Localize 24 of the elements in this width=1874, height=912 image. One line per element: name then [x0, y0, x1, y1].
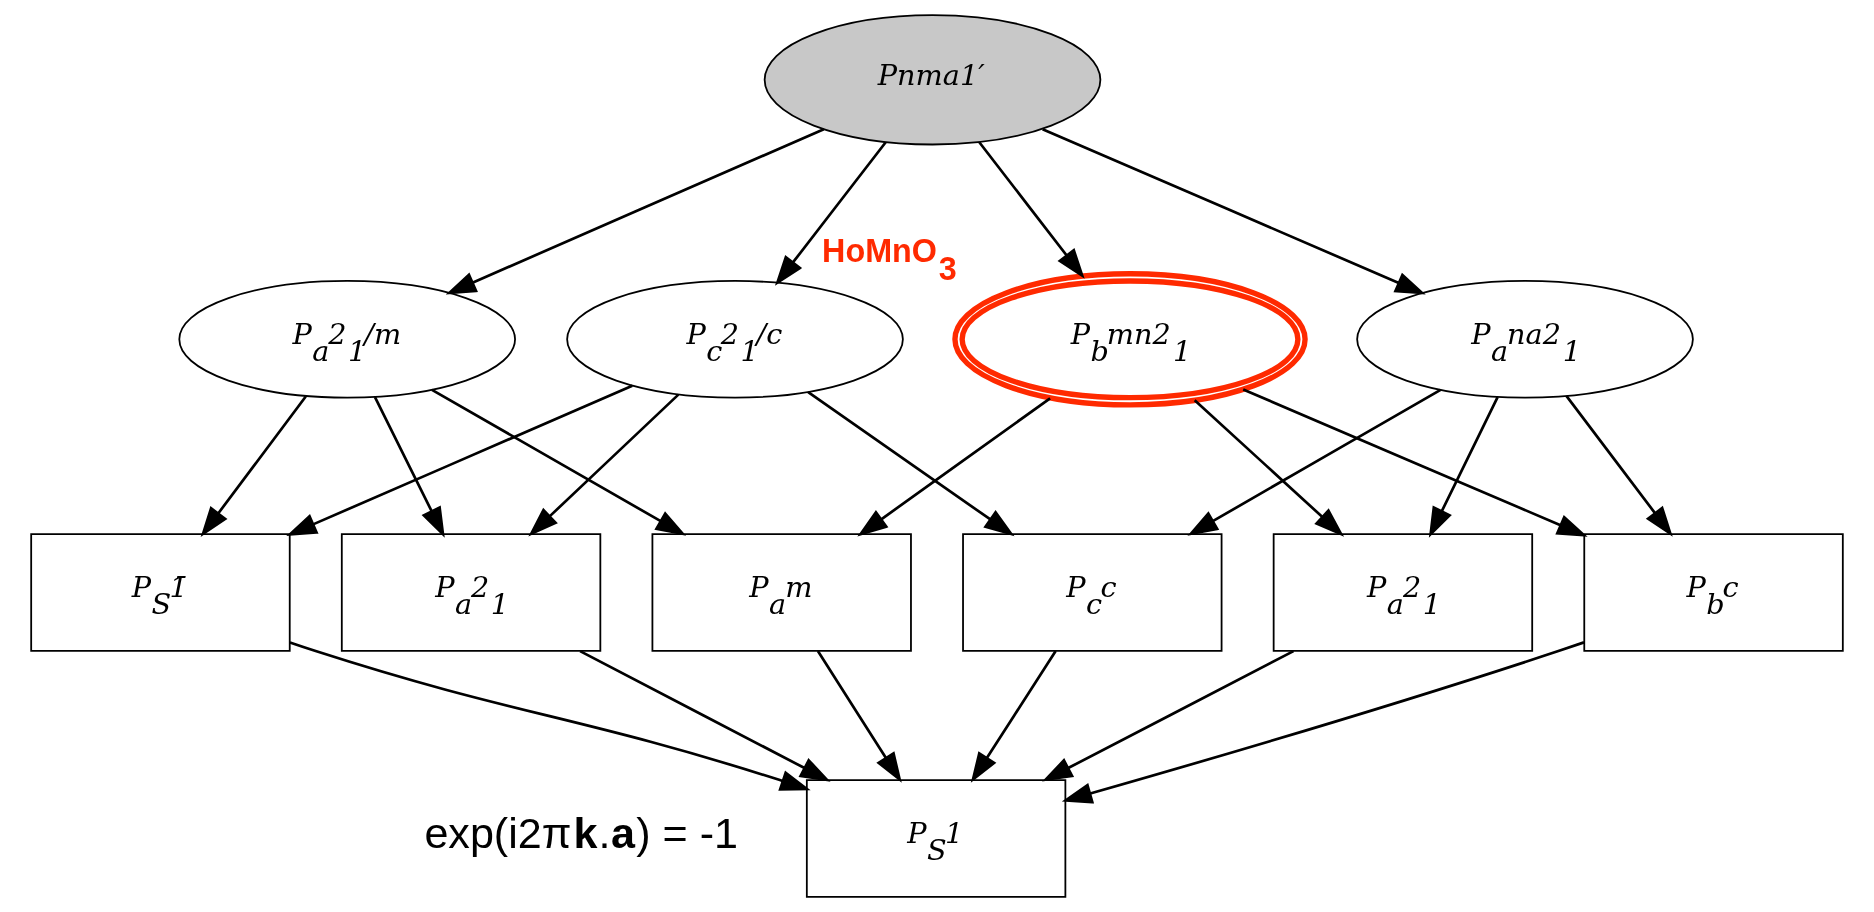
arrow	[857, 397, 1051, 537]
arrow	[286, 384, 633, 536]
arrow	[1061, 641, 1585, 804]
arrow	[807, 391, 1015, 537]
arrow	[528, 393, 680, 537]
arrow	[816, 650, 902, 783]
arrow	[978, 141, 1085, 279]
arrow	[1042, 649, 1295, 782]
arrow	[1042, 127, 1426, 295]
label: exp(i2πk.a) = -1	[424, 808, 739, 857]
arrow	[1242, 388, 1588, 537]
arrow	[774, 141, 887, 286]
arrow	[1428, 396, 1499, 538]
arrow	[1187, 388, 1442, 536]
arrow	[200, 395, 307, 537]
arrow	[1193, 399, 1345, 537]
arrow	[431, 388, 687, 536]
arrow	[373, 396, 445, 538]
arrow	[970, 650, 1057, 783]
arrow	[1565, 395, 1673, 537]
node-ellipse: Pnma1′	[763, 14, 1102, 146]
arrow	[445, 127, 825, 295]
arrow	[579, 649, 831, 782]
arrow	[289, 641, 811, 791]
